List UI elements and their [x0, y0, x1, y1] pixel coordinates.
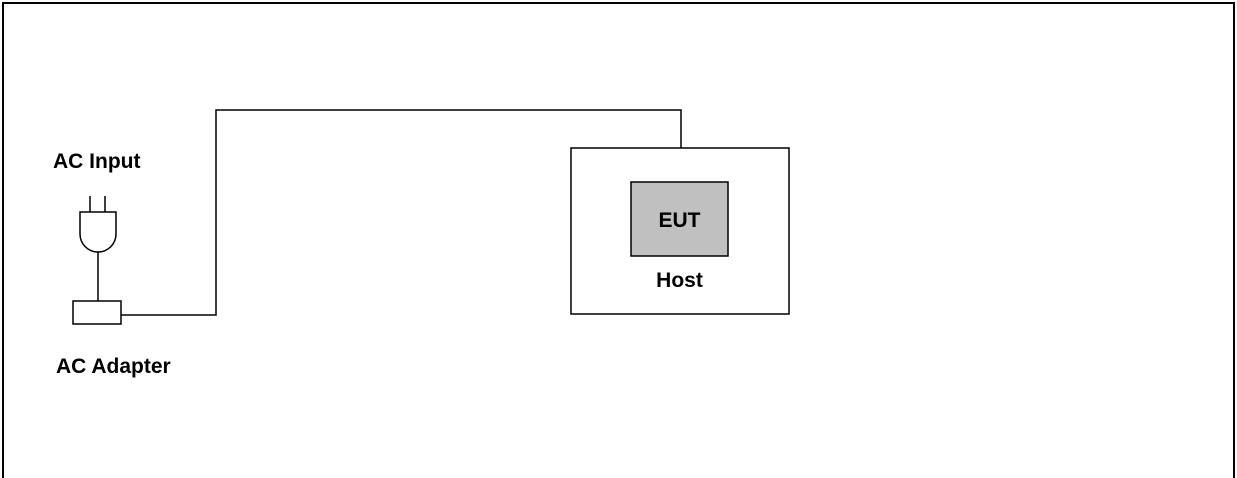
dc-cable	[121, 109, 682, 316]
ac-input-label: AC Input	[53, 150, 140, 173]
power-plug-icon	[79, 196, 117, 253]
eut-box	[630, 181, 729, 257]
ac-adapter-box	[72, 300, 122, 325]
host-label: Host	[656, 269, 703, 292]
eut-label: EUT	[659, 209, 701, 232]
ac-adapter-label: AC Adapter	[56, 355, 171, 378]
